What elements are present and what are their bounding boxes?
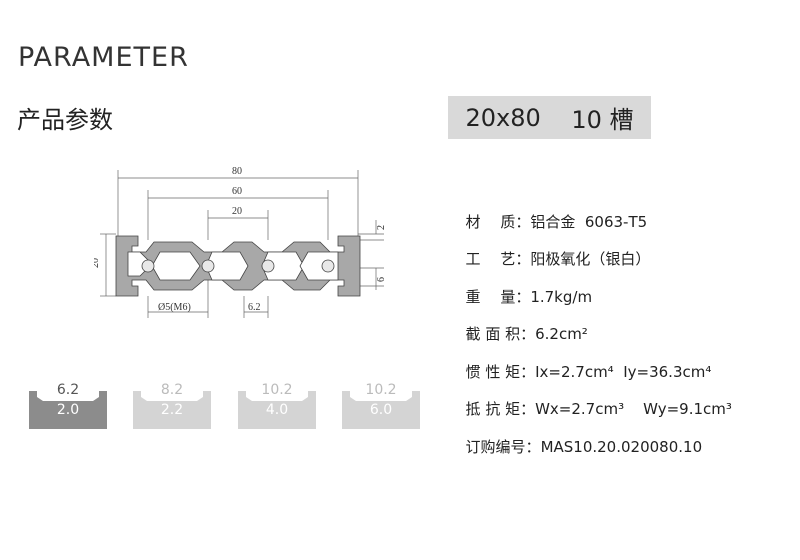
slot-shape-icon <box>29 391 107 429</box>
dim-6: 6 <box>376 277 387 282</box>
spec-value: 6.2cm² <box>535 325 588 343</box>
dimension-lines <box>100 170 384 318</box>
slot-option-6-2[interactable]: 6.2 2.0 <box>29 383 107 429</box>
slot-shape-icon <box>133 391 211 429</box>
slot-depth-label: 2.2 <box>160 402 184 418</box>
dim-height-20: 20 <box>94 258 101 268</box>
slot-shape-icon <box>238 391 316 429</box>
slot-width-label: 10.2 <box>365 382 397 398</box>
spec-weight: 重 量：1.7kg/m <box>456 268 593 307</box>
slot-depth-label: 2.0 <box>56 402 80 418</box>
dim-80: 80 <box>232 166 242 177</box>
dim-20: 20 <box>232 206 242 217</box>
spec-value: 1.7kg/m <box>530 288 593 306</box>
heading-english: PARAMETER <box>18 42 189 73</box>
dim-60: 60 <box>232 186 242 197</box>
dim-slot: 6.2 <box>248 302 261 313</box>
spec-label: 订购编号： <box>465 438 541 456</box>
spec-label: 抵 抗 矩： <box>465 400 536 418</box>
spec-section-modulus: 抵 抗 矩：Wx=2.7cm³ Wy=9.1cm³ <box>456 380 732 419</box>
spec-inertia: 惯 性 矩：Ix=2.7cm⁴ Iy=36.3cm⁴ <box>456 343 712 382</box>
model-size: 20x80 <box>465 103 541 132</box>
model-badge: 20x80 10 槽 <box>448 96 651 139</box>
model-gap <box>541 104 572 132</box>
spec-area: 截 面 积：6.2cm² <box>456 305 588 344</box>
profile-drawing: 80 60 20 20 2 6 Ø5(M6) 6.2 <box>94 166 387 318</box>
spec-process: 工 艺：阳极氧化（银白） <box>456 230 651 269</box>
slot-option-8-2[interactable]: 8.2 2.2 <box>133 383 211 429</box>
model-slot: 10 槽 <box>571 106 634 134</box>
dim-bore: Ø5(M6) <box>158 302 191 313</box>
slot-depth-label: 4.0 <box>265 402 289 418</box>
spec-material: 材 质：铝合金 6063-T5 <box>456 193 648 232</box>
slot-depth-label: 6.0 <box>369 402 393 418</box>
spec-value: Wx=2.7cm³ Wy=9.1cm³ <box>535 400 732 418</box>
spec-value: 铝合金 6063-T5 <box>530 213 648 231</box>
slot-width-label: 10.2 <box>261 382 293 398</box>
spec-value: 阳极氧化（银白） <box>530 250 651 268</box>
spec-label: 工 艺： <box>465 250 531 268</box>
spec-label: 截 面 积： <box>465 325 536 343</box>
profile-shape <box>115 235 361 297</box>
slot-shape-icon <box>342 391 420 429</box>
heading-chinese: 产品参数 <box>17 106 113 134</box>
spec-label: 重 量： <box>465 288 531 306</box>
spec-value: Ix=2.7cm⁴ Iy=36.3cm⁴ <box>535 363 712 381</box>
slot-option-10-2b[interactable]: 10.2 6.0 <box>342 383 420 429</box>
spec-label: 惯 性 矩： <box>465 363 536 381</box>
dim-2: 2 <box>376 225 387 230</box>
spec-order-code: 订购编号：MAS10.20.020080.10 <box>456 418 703 457</box>
spec-value: MAS10.20.020080.10 <box>540 438 703 456</box>
slot-width-label: 8.2 <box>160 382 184 398</box>
spec-label: 材 质： <box>465 213 531 231</box>
slot-width-label: 6.2 <box>56 382 80 398</box>
slot-option-10-2a[interactable]: 10.2 4.0 <box>238 383 316 429</box>
